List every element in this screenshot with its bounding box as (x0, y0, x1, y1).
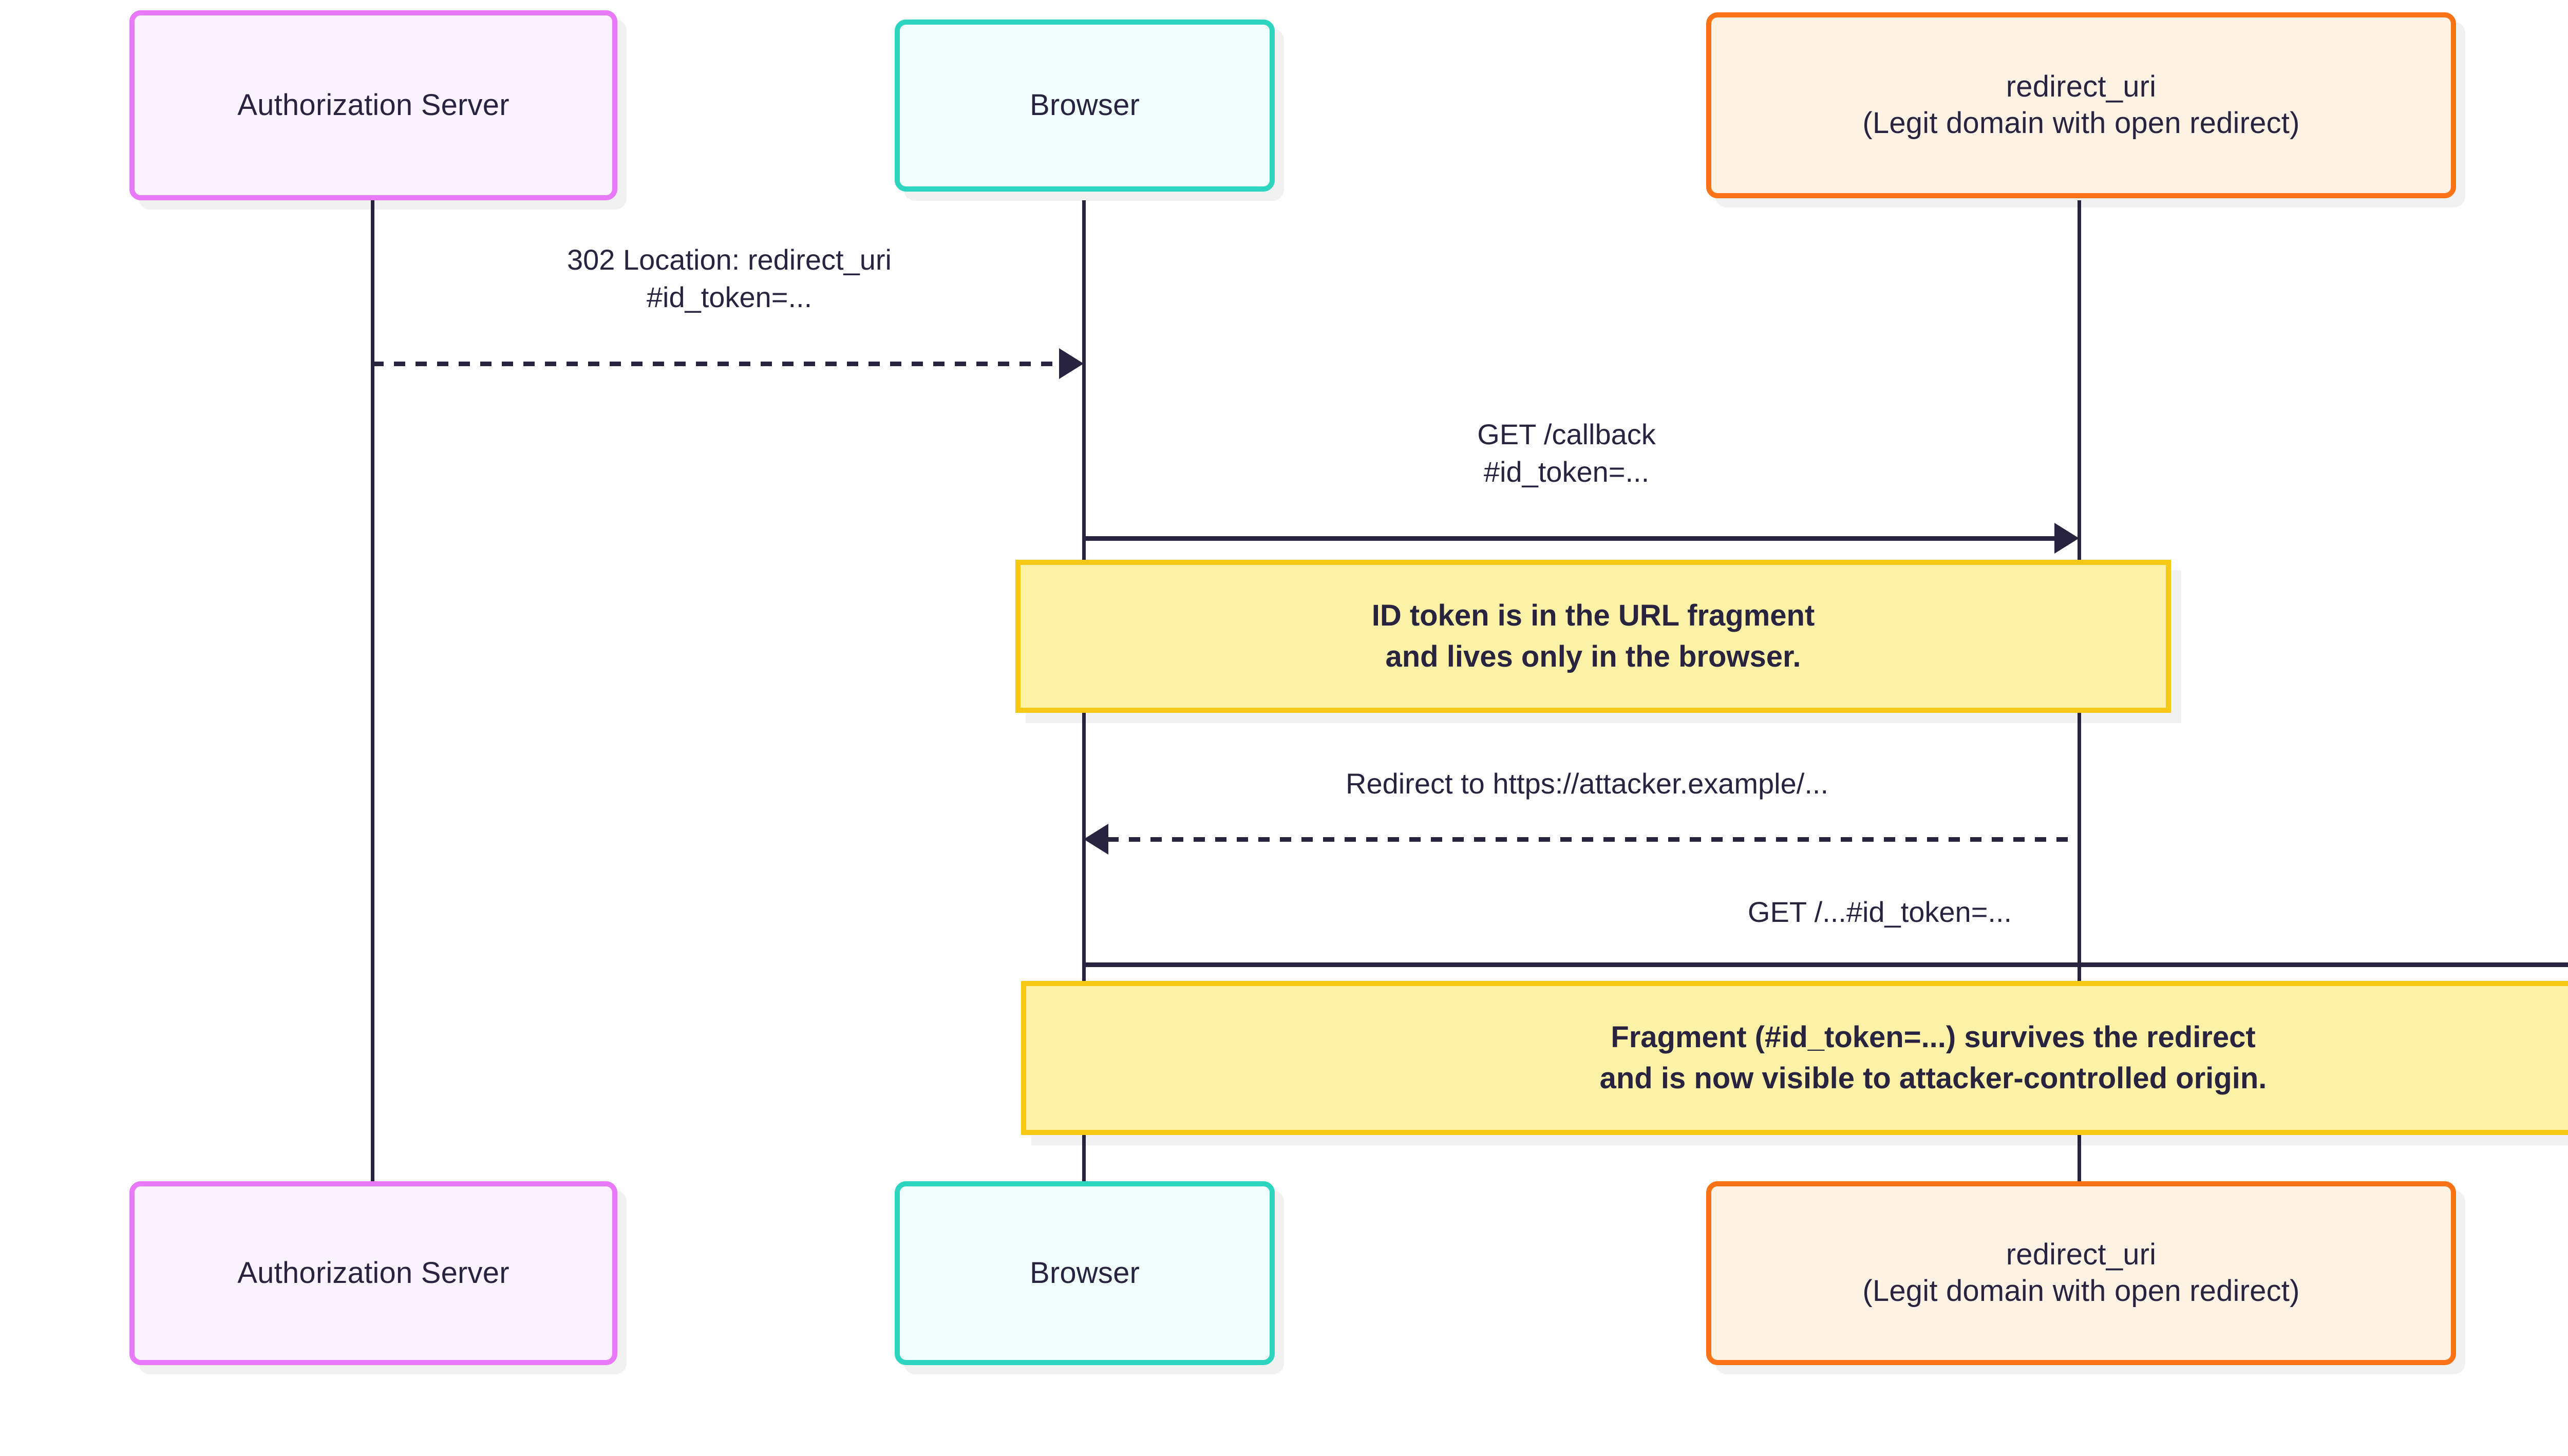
message-label-msg-redirect-to-attacker: Redirect to https://attacker.example/... (1346, 767, 1828, 800)
note-note-fragment-browser-only: ID token is in the URL fragment and live… (1015, 560, 2171, 713)
participant-label-browser-top: Browser (1029, 88, 1140, 122)
participant-box-redirect-uri-top[interactable]: redirect_uri (Legit domain with open red… (1706, 12, 2456, 198)
participant-label-redirect-uri-top: redirect_uri (Legit domain with open red… (1862, 70, 2300, 140)
arrow-line-msg-get-callback (1084, 536, 2055, 541)
arrow-line-msg-302-redirect (372, 362, 1060, 366)
participant-box-browser-bottom[interactable]: Browser (895, 1181, 1275, 1365)
message-label-msg-302-redirect: 302 Location: redirect_uri #id_token=... (567, 243, 892, 313)
participant-label-authorization-server-top: Authorization Server (237, 88, 509, 122)
arrow-head-msg-get-callback (2054, 523, 2079, 554)
message-label-msg-get-callback: GET /callback #id_token=... (1477, 418, 1656, 488)
participant-box-redirect-uri-bottom[interactable]: redirect_uri (Legit domain with open red… (1706, 1181, 2456, 1365)
note-note-fragment-survives: Fragment (#id_token=...) survives the re… (1021, 981, 2568, 1135)
arrow-line-msg-redirect-to-attacker (1107, 837, 2079, 842)
participant-box-authorization-server-top[interactable]: Authorization Server (129, 10, 617, 200)
lifeline-authorization-server (371, 200, 374, 1204)
message-label-msg-get-attacker: GET /...#id_token=... (1747, 896, 2012, 928)
arrow-line-msg-get-attacker (1084, 962, 2568, 967)
participant-label-authorization-server-bottom: Authorization Server (237, 1256, 509, 1290)
participant-label-redirect-uri-bottom: redirect_uri (Legit domain with open red… (1862, 1238, 2300, 1308)
arrow-head-msg-redirect-to-attacker (1084, 824, 1108, 855)
participant-box-authorization-server-bottom[interactable]: Authorization Server (129, 1181, 617, 1365)
participant-label-browser-bottom: Browser (1029, 1256, 1140, 1290)
participant-box-browser-top[interactable]: Browser (895, 20, 1275, 192)
arrow-head-msg-302-redirect (1059, 348, 1084, 379)
